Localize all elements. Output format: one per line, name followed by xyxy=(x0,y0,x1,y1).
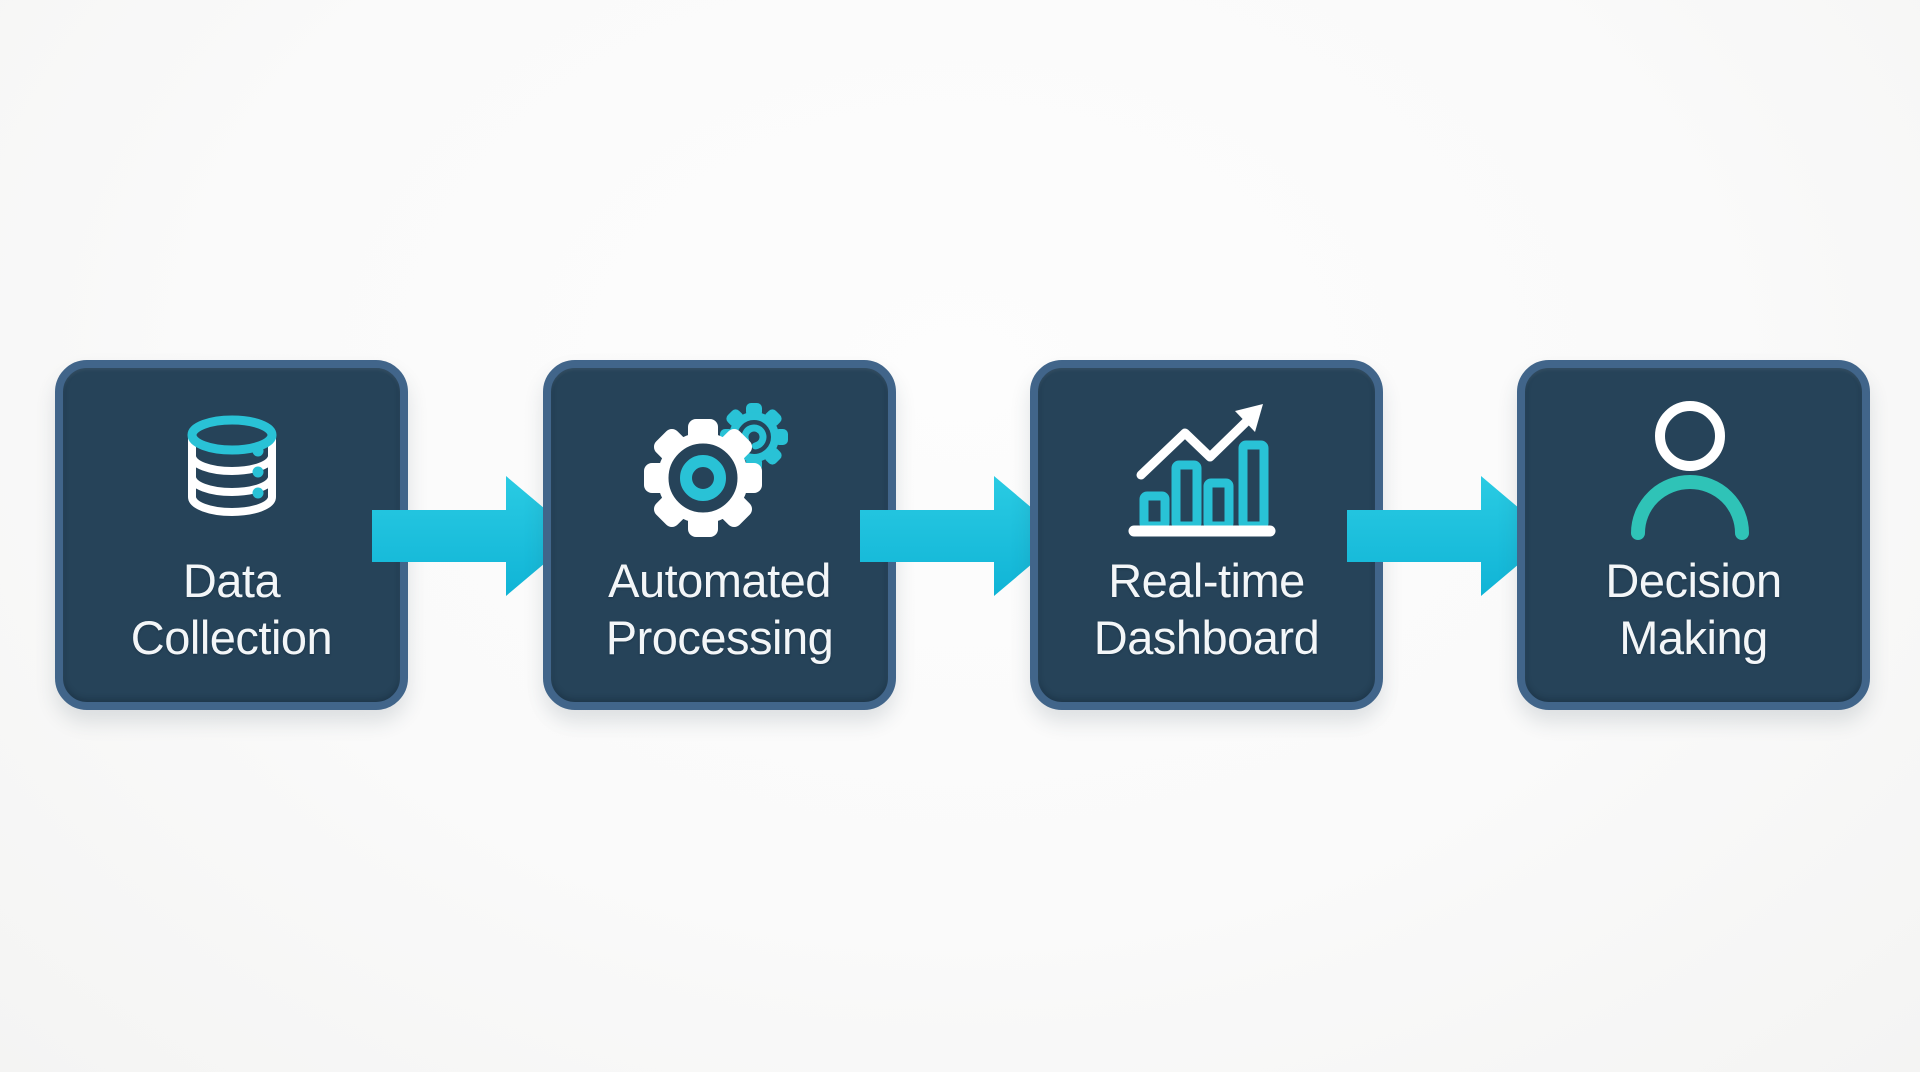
step-label: Real-time Dashboard xyxy=(1093,552,1320,666)
step-icon-area xyxy=(640,395,800,545)
flow-arrow-right-icon xyxy=(372,476,577,596)
step-label: Decision Making xyxy=(1605,552,1782,666)
step-label-line1: Automated xyxy=(608,554,831,607)
step-icon-area xyxy=(1614,395,1774,545)
database-icon xyxy=(187,415,276,516)
step-box-real-time-dashboard: Real-time Dashboard xyxy=(1030,360,1383,710)
step-label-line2: Processing xyxy=(605,611,834,664)
step-label-line1: Real-time xyxy=(1108,554,1305,607)
step-label-line2: Making xyxy=(1619,611,1768,664)
step-label-line1: Decision xyxy=(1605,554,1782,607)
gears-icon xyxy=(643,403,788,537)
flow-arrow-right-icon xyxy=(860,476,1065,596)
step-icon-area xyxy=(172,395,292,545)
step-label-line2: Collection xyxy=(130,611,333,664)
bar-chart-trend-icon xyxy=(1128,404,1275,537)
step-box-automated-processing: Automated Processing xyxy=(543,360,896,710)
step-label: Automated Processing xyxy=(606,552,834,666)
flow-arrow-right-icon xyxy=(1347,476,1552,596)
step-label: Data Collection xyxy=(130,552,333,666)
step-box-data-collection: Data Collection xyxy=(55,360,408,710)
step-box-decision-making: Decision Making xyxy=(1517,360,1870,710)
step-icon-area xyxy=(1127,395,1287,545)
step-label-line1: Data xyxy=(182,554,281,607)
big-gear xyxy=(643,419,762,537)
person-icon xyxy=(1630,401,1749,540)
step-label-line2: Dashboard xyxy=(1093,611,1320,664)
